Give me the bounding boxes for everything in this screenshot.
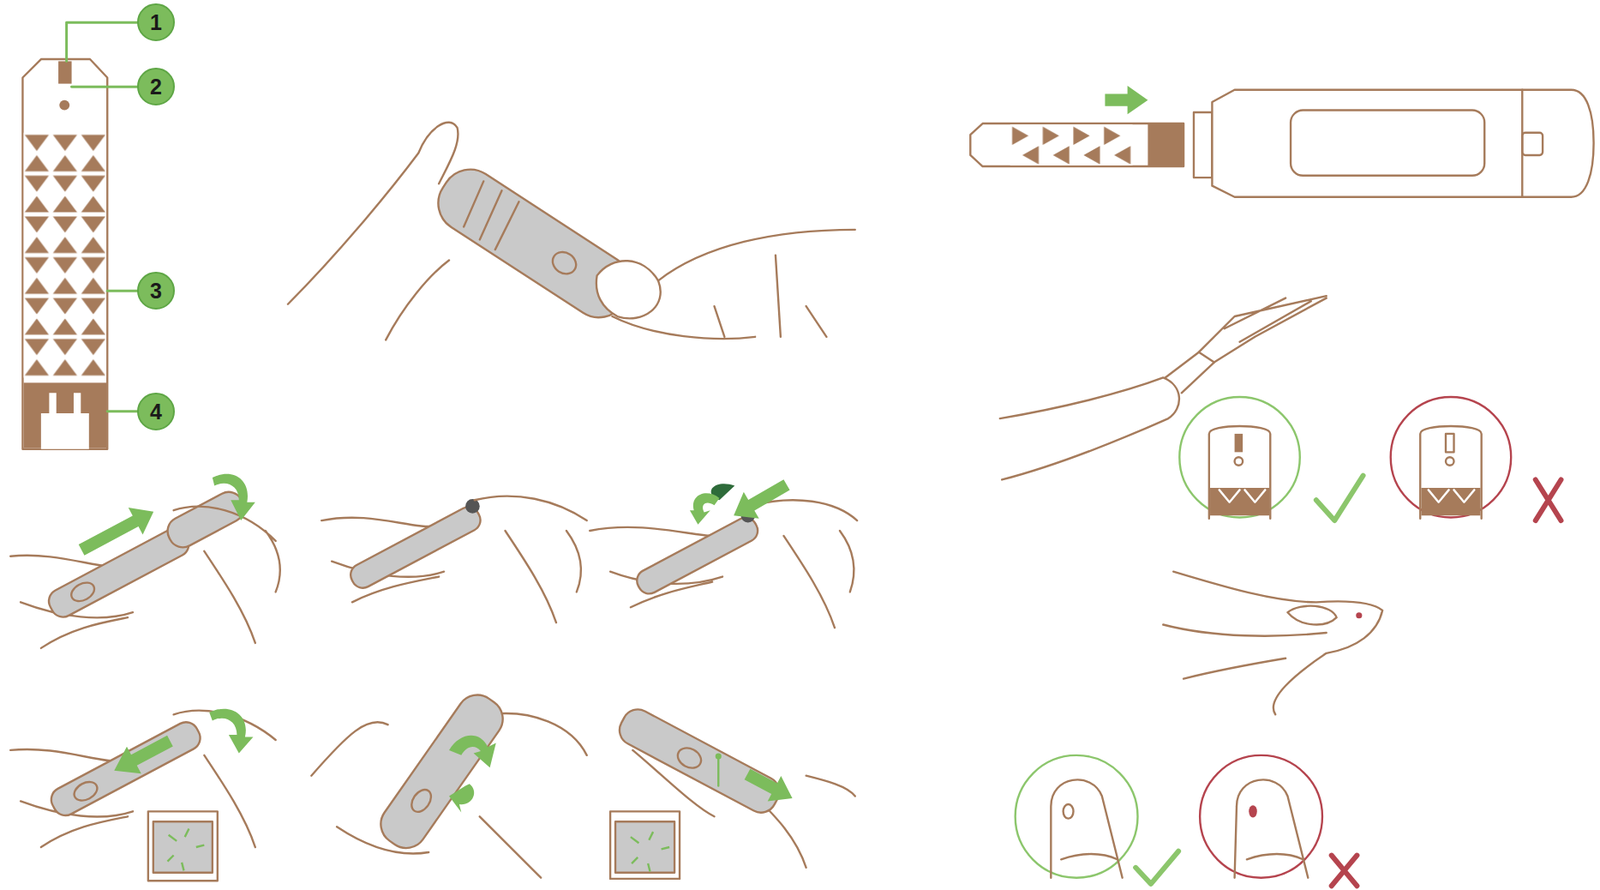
callout-number: 1 (137, 3, 175, 42)
callout-number: 2 (137, 67, 175, 106)
callout-text: 1 (149, 11, 162, 34)
callout-number: 4 (137, 392, 175, 431)
callout-text: 3 (149, 280, 162, 302)
callout-number: 3 (137, 271, 175, 310)
callout-text: 2 (149, 76, 162, 98)
callout-text: 4 (149, 401, 162, 423)
